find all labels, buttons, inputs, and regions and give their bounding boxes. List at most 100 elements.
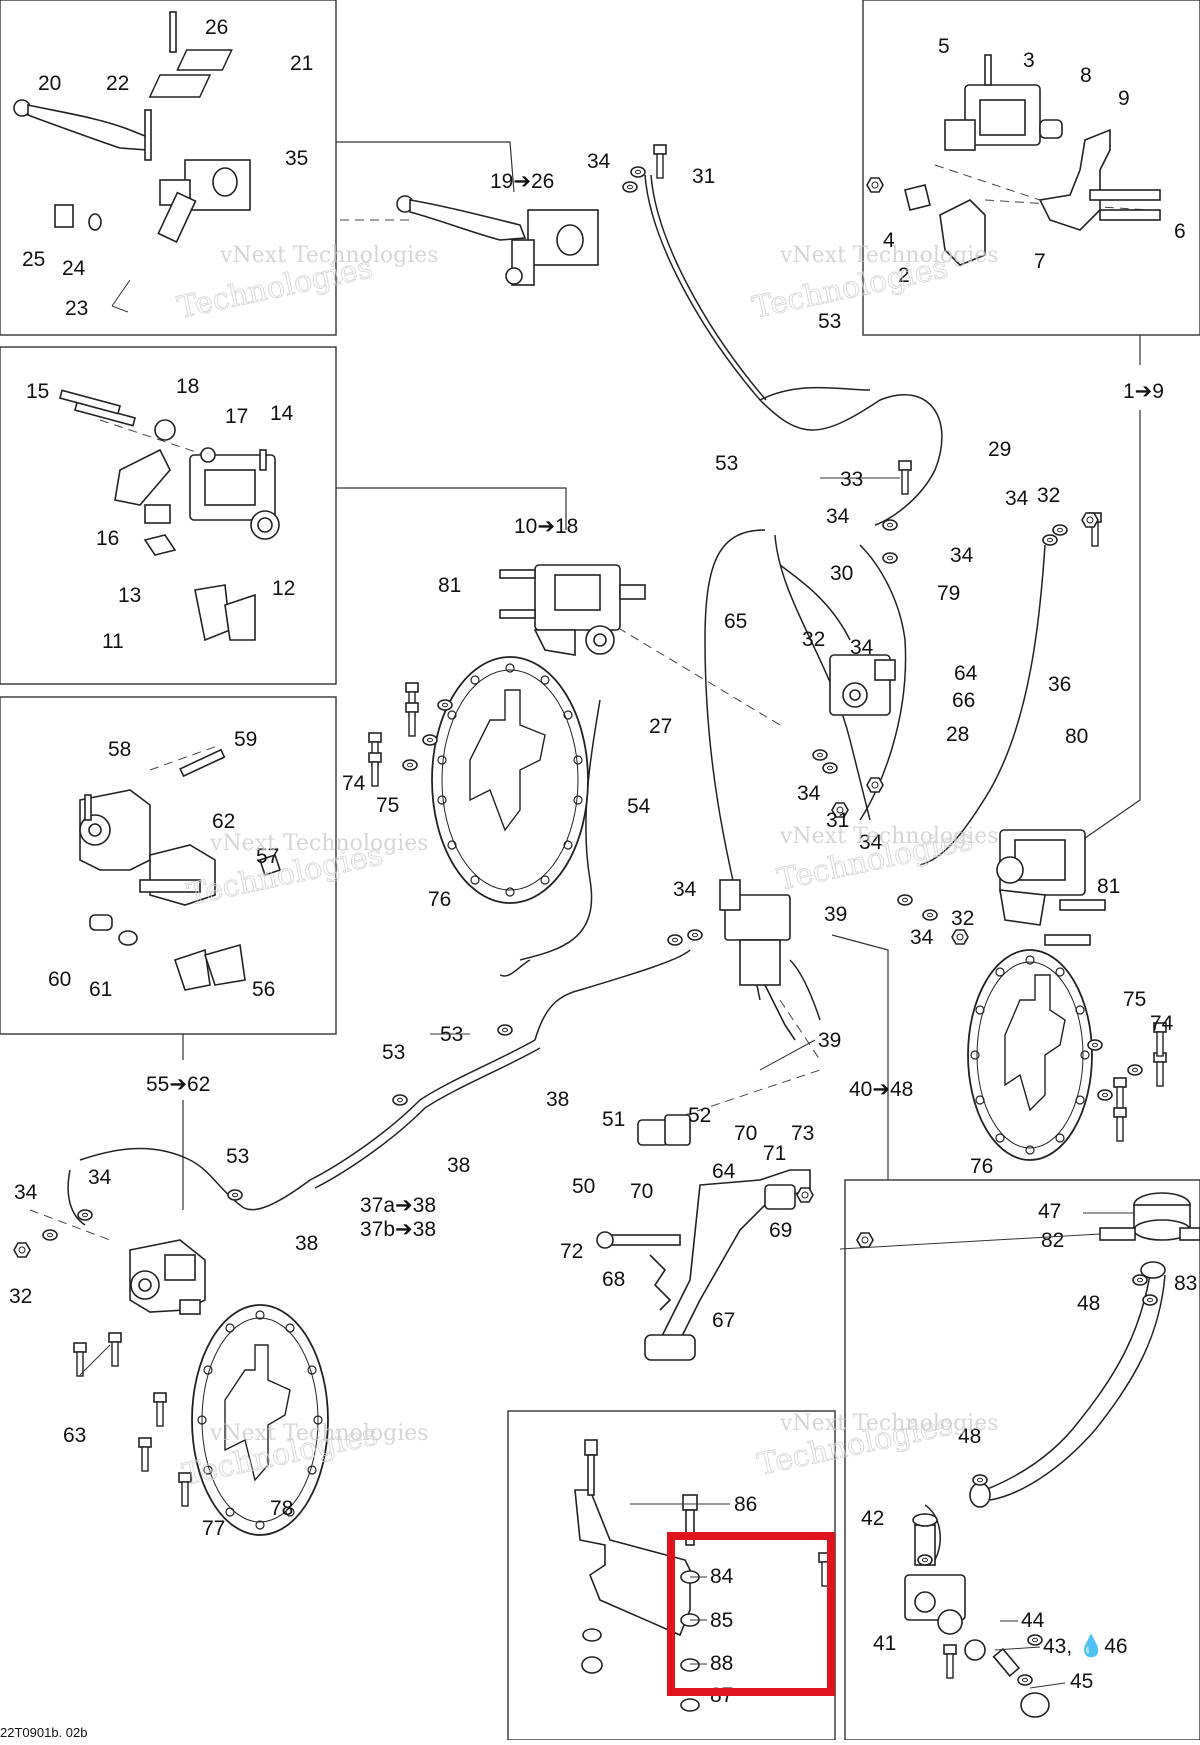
callout-84: 84 [710,1565,734,1588]
callout-76-left: 76 [428,888,451,911]
callout-86: 86 [734,1493,757,1516]
callout-labels: 20 22 26 21 35 25 24 23 19➔26 34 31 5 3 … [9,16,1197,1707]
callout-64: 64 [954,662,978,685]
callout-81-left: 81 [438,574,461,597]
watermark: vNext Technologies Technologies vNext Te… [174,243,999,1493]
caliper-front-right-exploded [904,54,1161,266]
callout-8: 8 [1080,64,1092,87]
callout-3: 3 [1023,49,1035,72]
callout-62: 62 [212,810,235,833]
callout-52: 52 [688,1104,711,1127]
callout-88: 88 [710,1652,733,1675]
callout-70-b: 70 [630,1180,653,1203]
callout-54: 54 [627,795,651,818]
reservoir-assembly [904,1192,1200,1718]
callout-13: 13 [118,584,141,607]
callout-2: 2 [898,264,910,287]
callout-43-46: 43, 💧46 [1043,1633,1128,1658]
callout-60: 60 [48,968,71,991]
callout-12: 12 [272,577,295,600]
callout-42: 42 [861,1507,884,1530]
callout-15: 15 [26,380,49,403]
callout-71: 71 [763,1142,786,1165]
frame-master-cylinder-left [0,0,337,336]
callout-34-top: 34 [587,150,611,173]
callout-1-9: 1➔9 [1123,380,1164,403]
svg-text:vNext Technologies: vNext Technologies [779,243,999,268]
svg-text:vNext Technologies: vNext Technologies [779,1411,999,1436]
svg-text:vNext Technologies: vNext Technologies [779,824,999,849]
callout-55-62: 55➔62 [146,1073,210,1096]
disc-holes [197,663,1090,1530]
callout-82: 82 [1041,1229,1064,1252]
callout-58: 58 [108,738,131,761]
callout-33: 33 [840,468,863,491]
callout-34-mid-a: 34 [826,505,850,528]
callout-28: 28 [946,723,969,746]
callout-67: 67 [712,1309,735,1332]
callout-37a-38: 37a➔38 [360,1194,436,1217]
callout-76-right: 76 [970,1155,993,1178]
callout-57: 57 [256,845,279,868]
caliper-front-left-assembled [499,564,646,656]
brake-lever-left [13,11,251,243]
frame-caliper-front-left [0,346,337,685]
callout-36: 36 [1048,673,1071,696]
callout-51: 51 [602,1108,625,1131]
figure-code: 22T0901b. 02b [0,1725,87,1740]
callout-41: 41 [873,1632,896,1655]
callout-80: 80 [1065,725,1088,748]
callout-37b-38: 37b➔38 [360,1218,436,1241]
callout-4: 4 [883,229,895,252]
callout-10-18: 10➔18 [514,515,578,538]
callout-48-b: 48 [958,1425,981,1448]
callout-75-left: 75 [376,794,399,817]
callout-34-right-low: 34 [910,926,934,949]
callout-11: 11 [102,630,124,653]
callout-34-mid-b: 34 [950,544,974,567]
callout-73: 73 [791,1122,814,1145]
callout-34-rear-b: 34 [88,1166,112,1189]
svg-text:vNext Technologies: vNext Technologies [219,243,439,268]
callout-56: 56 [252,978,275,1001]
callout-24: 24 [62,257,86,280]
callout-16: 16 [96,527,119,550]
callout-53-b: 53 [715,452,738,475]
callout-14: 14 [270,402,294,425]
highlight-box [667,1532,835,1696]
callout-38-b: 38 [295,1232,318,1255]
callout-5: 5 [938,35,950,58]
callout-32-right-low: 32 [951,907,974,930]
caliper-front-right-assembled [996,829,1106,946]
callout-38-a: 38 [546,1088,569,1111]
callout-40-48: 40➔48 [849,1078,913,1101]
callout-21: 21 [290,52,313,75]
callout-65: 65 [724,610,747,633]
callout-53-a: 53 [818,310,841,333]
callout-38-c: 38 [447,1154,470,1177]
caliper-front-left-exploded [59,389,280,642]
callout-50: 50 [572,1175,595,1198]
brake-disc-front-left [431,656,589,904]
callout-34-mid-e: 34 [859,831,883,854]
callout-23: 23 [65,297,88,320]
callout-77: 77 [202,1517,225,1540]
callout-34-right: 34 [1005,487,1029,510]
callout-74-left: 74 [342,772,366,795]
callout-32-right: 32 [1037,484,1060,507]
callout-70-a: 70 [734,1122,757,1145]
brake-valve [719,654,896,1041]
callout-31-top: 31 [692,165,715,188]
callout-47: 47 [1038,1200,1061,1223]
callout-63: 63 [63,1424,86,1447]
callout-34-rear-a: 34 [14,1181,38,1204]
callout-39-b: 39 [818,1029,841,1052]
callout-7: 7 [1034,250,1046,273]
callout-45: 45 [1070,1670,1093,1693]
frame-caliper-rear [0,696,337,1035]
callout-81-right: 81 [1097,875,1120,898]
callout-22: 22 [106,72,129,95]
callout-64-pedal: 64 [712,1160,736,1183]
callout-20: 20 [38,72,61,95]
